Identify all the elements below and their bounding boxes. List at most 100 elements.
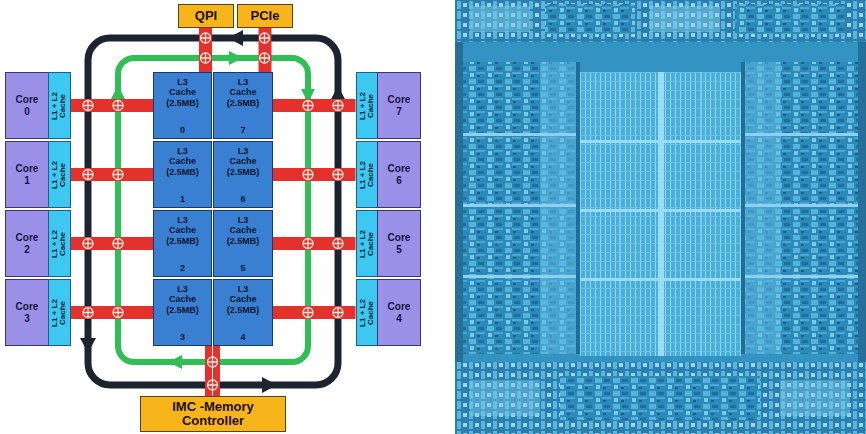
ring-stop-symbol bbox=[113, 101, 123, 111]
core-box: Core 3 bbox=[5, 279, 49, 346]
ring-stop-symbol bbox=[113, 308, 123, 318]
l3-slice-box: L3 Cache (2.5MB) 3 bbox=[153, 279, 212, 346]
core-box: Core 0 bbox=[5, 72, 49, 139]
l3-slice-box: L3 Cache (2.5MB)2 bbox=[153, 210, 212, 277]
interface-label: IMC -Memory Controller bbox=[163, 400, 263, 429]
core-label: Core 5 bbox=[388, 232, 411, 255]
ring-stop-link bbox=[273, 306, 356, 319]
ring-stop-symbol bbox=[83, 170, 93, 180]
die-l3-array bbox=[580, 72, 741, 356]
ring-stop-symbol bbox=[83, 308, 93, 318]
ring-stop-symbol bbox=[333, 101, 343, 111]
die-block bbox=[470, 6, 530, 32]
slice-number: 6 bbox=[240, 194, 245, 204]
l3-slice-box: L3 Cache (2.5MB)5 bbox=[213, 210, 273, 277]
ring-stop-symbol bbox=[333, 239, 343, 249]
ring-arrow bbox=[262, 377, 277, 393]
ring-stop-symbol bbox=[333, 170, 343, 180]
ring-stop-symbol bbox=[260, 53, 270, 63]
ring-stop-symbol bbox=[260, 33, 270, 43]
ring-stop-symbol bbox=[113, 170, 123, 180]
cache-label: L1 + L2 Cache bbox=[359, 293, 375, 333]
die-block bbox=[780, 380, 850, 416]
die-photo bbox=[455, 0, 866, 434]
die-block bbox=[470, 380, 540, 416]
ring-stop-symbol bbox=[208, 357, 218, 367]
die-row-line bbox=[745, 275, 858, 278]
outer-ring bbox=[88, 38, 338, 385]
die-memory-band bbox=[455, 362, 866, 434]
core-box: Core 7 bbox=[377, 72, 421, 139]
interface-box: IMC -Memory Controller bbox=[140, 396, 286, 432]
ring-stop-symbol bbox=[333, 170, 343, 180]
ring-stop-link bbox=[71, 99, 154, 112]
l3-slice-box: L3 Cache (2.5MB)0 bbox=[153, 72, 212, 139]
l3-label: L3 Cache (2.5MB) bbox=[166, 284, 199, 315]
ring-stop-symbol bbox=[83, 170, 93, 180]
ring-stop-symbol bbox=[208, 380, 218, 390]
die-row-line bbox=[463, 204, 576, 207]
ring-stop-symbol bbox=[208, 357, 218, 367]
ring-stop-symbol bbox=[303, 239, 313, 249]
die-l3-spine bbox=[658, 72, 664, 356]
l3-label: L3 Cache (2.5MB) bbox=[227, 284, 260, 315]
ring-stop-symbol bbox=[260, 33, 270, 43]
ring-stop-symbol bbox=[333, 101, 343, 111]
ring-stop-symbol bbox=[303, 101, 313, 111]
interface-label: PCIe bbox=[251, 9, 280, 23]
slice-number: 1 bbox=[180, 194, 185, 204]
cache-label: L1 + L2 Cache bbox=[51, 86, 67, 126]
slice-number: 7 bbox=[240, 125, 245, 135]
ring-stop-link bbox=[199, 28, 212, 72]
ring-stop-symbol bbox=[208, 380, 218, 390]
l3-label: L3 Cache (2.5MB) bbox=[166, 215, 199, 246]
interface-box: PCIe bbox=[237, 4, 293, 28]
ring-stop-symbol bbox=[83, 308, 93, 318]
ring-stop-symbol bbox=[83, 239, 93, 249]
ring-stop-symbol bbox=[83, 33, 343, 390]
die-row-line bbox=[463, 133, 576, 136]
die-ring-track bbox=[576, 62, 580, 354]
core-box: Core 5 bbox=[377, 210, 421, 277]
l3-slice-box: L3 Cache (2.5MB) 7 bbox=[213, 72, 273, 139]
core-label: Core 0 bbox=[16, 94, 39, 117]
die-row-line bbox=[745, 133, 858, 136]
die-ring-track bbox=[741, 62, 745, 354]
private-cache-box: L1 + L2 Cache bbox=[48, 72, 71, 139]
interface-label: QPI bbox=[195, 9, 217, 23]
ring-stop-symbol bbox=[333, 308, 343, 318]
ring-stop-link bbox=[273, 99, 356, 112]
ring-arrow bbox=[168, 355, 182, 369]
ring-stop-symbol bbox=[303, 170, 313, 180]
ring-stop-symbol bbox=[303, 239, 313, 249]
die-core-cache bbox=[540, 62, 576, 354]
core-label: Core 6 bbox=[388, 163, 411, 186]
core-label: Core 7 bbox=[388, 94, 411, 117]
l3-label: L3 Cache (2.5MB) bbox=[166, 77, 199, 108]
die-l3-divider bbox=[619, 72, 621, 356]
ring-stop-symbol bbox=[303, 170, 313, 180]
ring-stop-link bbox=[273, 168, 356, 181]
ring-stop-symbol bbox=[113, 101, 123, 111]
die-row-line bbox=[463, 275, 576, 278]
l3-label: L3 Cache (2.5MB) bbox=[227, 77, 260, 108]
private-cache-box: L1 + L2 Cache bbox=[356, 279, 379, 346]
l3-slice-box: L3 Cache (2.5MB)1 bbox=[153, 141, 212, 208]
core-box: Core 1 bbox=[5, 141, 49, 208]
die-l3-divider bbox=[580, 140, 741, 143]
ring-stop-symbol bbox=[333, 308, 343, 318]
ring-stop-link bbox=[259, 28, 272, 72]
die-edge bbox=[455, 42, 463, 362]
ring-stop-symbol bbox=[201, 53, 211, 63]
die-edge bbox=[858, 42, 866, 362]
ring-arrow bbox=[111, 85, 125, 99]
ring-arrow bbox=[229, 51, 243, 65]
ring-stop-symbol bbox=[113, 239, 123, 249]
l3-label: L3 Cache (2.5MB) bbox=[227, 146, 260, 177]
slice-number: 3 bbox=[180, 332, 185, 342]
ring-stop-symbol bbox=[113, 308, 123, 318]
